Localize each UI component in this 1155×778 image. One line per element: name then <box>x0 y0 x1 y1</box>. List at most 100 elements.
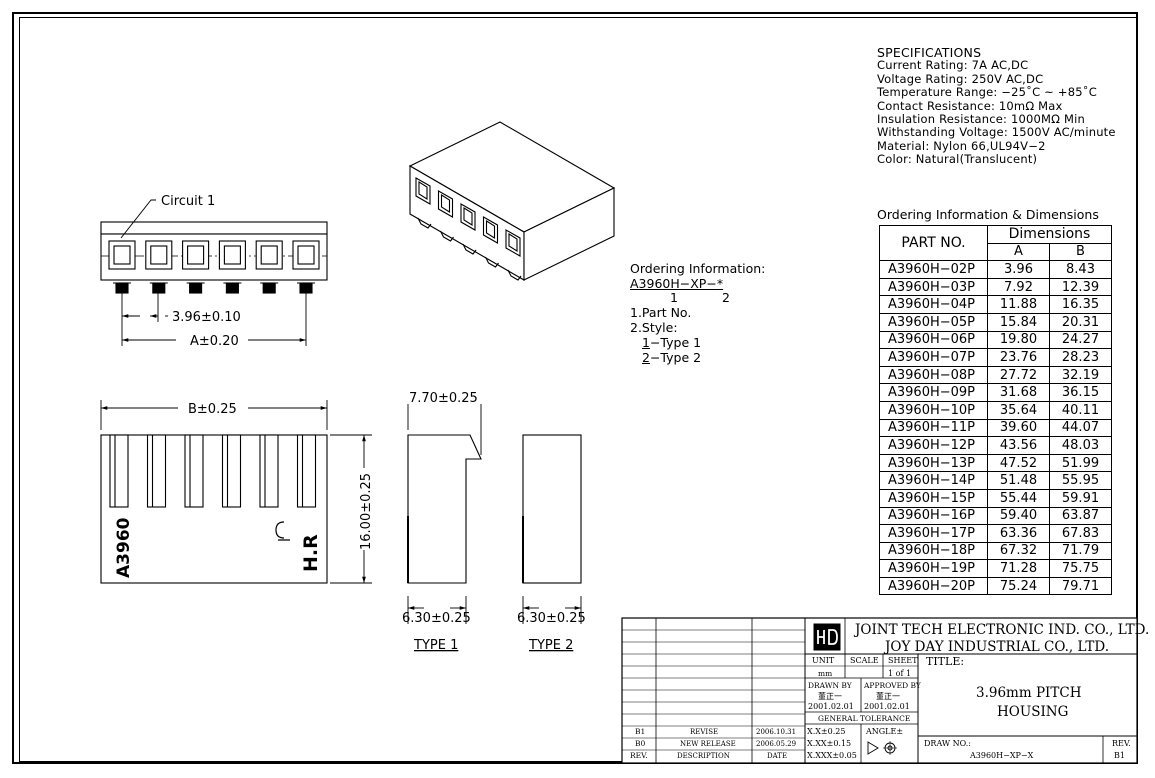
title-line-1: 3.96mm PITCH <box>976 685 1082 701</box>
dimension-a-cell: 75.24 <box>987 576 1050 596</box>
specifications-title: SPECIFICATIONS <box>877 45 982 60</box>
header-part-no: PART NO. <box>879 224 988 262</box>
front-slot <box>182 240 210 270</box>
iso-notch <box>507 269 522 281</box>
company-name-1: JOINT TECH ELECTRONIC IND. CO., LTD. <box>853 622 1149 638</box>
iso-slot-inner <box>440 194 451 213</box>
rev-row-date: 2006.10.31 <box>756 728 796 736</box>
logo-marking: H.R <box>300 534 322 572</box>
pitch-dimension <box>121 284 307 346</box>
iso-slot-inner <box>508 233 518 252</box>
rev-row-desc: NEW RELEASE <box>680 740 736 748</box>
body-marking: A3960 <box>114 517 134 578</box>
angle-label: ANGLE± <box>865 727 903 736</box>
contact-pin <box>225 282 239 294</box>
specifications-block: SPECIFICATIONS Current Rating: 7A AC,DC … <box>877 46 1116 167</box>
front-slot <box>218 240 246 270</box>
rev-label: REV. <box>1112 739 1131 748</box>
tolerance-3: X.XXX±0.05 <box>807 751 857 760</box>
dimension-b-cell: 36.15 <box>1049 383 1112 402</box>
dimension-a-cell: 67.32 <box>987 541 1050 561</box>
contact-pin <box>189 282 203 294</box>
drawn-by-date: 2001.02.01 <box>808 702 854 711</box>
drawing-frame-outer <box>12 12 1138 764</box>
contact-pin <box>262 282 276 294</box>
spec-line: Current Rating: 7A AC,DC <box>877 58 1029 73</box>
height-dimension <box>330 434 372 584</box>
rev-row-date: 2006.05.29 <box>756 740 796 748</box>
type1-view <box>407 404 482 624</box>
spec-line: Voltage Rating: 250V AC,DC <box>877 71 1044 86</box>
front-slot-inner <box>187 245 205 265</box>
dimension-a-cell: 27.72 <box>987 365 1050 385</box>
draw-no-label: DRAW NO.: <box>924 739 971 748</box>
ordering-table-title: Ordering Information & Dimensions <box>877 207 1099 222</box>
dimension-b-cell: 63.87 <box>1049 506 1112 526</box>
part-number-cell: A3960H−09P <box>879 383 988 402</box>
side-slot <box>184 434 204 508</box>
front-slot-inner <box>113 245 131 265</box>
spec-line: Withstanding Voltage: 1500V AC/minute <box>877 125 1116 140</box>
title-label: TITLE: <box>926 655 964 668</box>
iso-slot-inner <box>463 207 473 226</box>
company-logo-icon <box>817 629 838 645</box>
iso-notch <box>417 217 432 229</box>
type1-label: TYPE 1 <box>413 638 458 653</box>
part-no-line: 1.Part No. <box>630 305 692 320</box>
height-dimension-label: 16.00±0.25 <box>359 473 374 550</box>
part-number-cell: A3960H−18P <box>879 541 988 561</box>
code-index-2: 2 <box>722 290 730 305</box>
sheet-value: 1 of 1 <box>888 669 911 678</box>
rev-value: B1 <box>1114 751 1125 760</box>
code-index-1: 1 <box>670 290 678 305</box>
part-number-cell: A3960H−20P <box>879 576 988 596</box>
dimension-a-cell: 59.40 <box>987 506 1050 526</box>
part-number-cell: A3960H−16P <box>879 506 988 526</box>
dimension-b-cell: 59.91 <box>1049 488 1112 508</box>
unit-value: mm <box>818 669 832 678</box>
style-line: 2.Style: <box>630 320 678 335</box>
front-slot <box>292 240 320 270</box>
dimension-b-cell: 79.71 <box>1049 576 1112 596</box>
draw-no-value: A3960H−XP−X <box>969 751 1034 760</box>
type2-label: −Type 2 <box>649 350 702 365</box>
ordering-code-star: * <box>716 276 724 291</box>
type2-number: 2 <box>642 350 650 365</box>
header-b: B <box>1049 242 1112 262</box>
scale-label: SCALE <box>850 656 879 665</box>
type1-width-label: 6.30±0.25 <box>402 611 471 626</box>
drawn-by-name: 董正一 <box>818 691 842 701</box>
front-slot-inner <box>260 245 278 265</box>
tolerance-2: X.XX±0.15 <box>807 739 851 748</box>
dimension-b-cell: 48.03 <box>1049 436 1112 455</box>
side-view <box>100 434 328 584</box>
isometric-view <box>408 121 616 281</box>
approved-by-name: 董正一 <box>876 691 900 701</box>
pitch-dimension-label: 3.96±0.10 <box>172 310 241 325</box>
front-slot-inner <box>297 245 315 265</box>
drawing-frame-inner <box>19 17 1137 762</box>
circuit-label: Circuit 1 <box>161 194 215 209</box>
dimension-a-cell: 55.44 <box>987 488 1050 508</box>
tolerance-1: X.X±0.25 <box>807 727 845 736</box>
front-slot <box>108 240 136 270</box>
drawn-by-label: DRAWN BY <box>808 681 853 690</box>
spec-line: Color: Natural(Translucent) <box>877 152 1038 167</box>
side-slot <box>221 434 242 508</box>
iso-slot-inner <box>418 181 428 200</box>
type2-view <box>522 434 582 624</box>
dimension-a-cell: 51.48 <box>987 471 1050 490</box>
type1-label: −Type 1 <box>649 335 702 350</box>
part-number-cell: A3960H−19P <box>879 559 988 578</box>
iso-notch <box>440 230 454 242</box>
rev-row-rev: B1 <box>635 727 645 736</box>
sheet-label: SHEET <box>888 656 918 665</box>
